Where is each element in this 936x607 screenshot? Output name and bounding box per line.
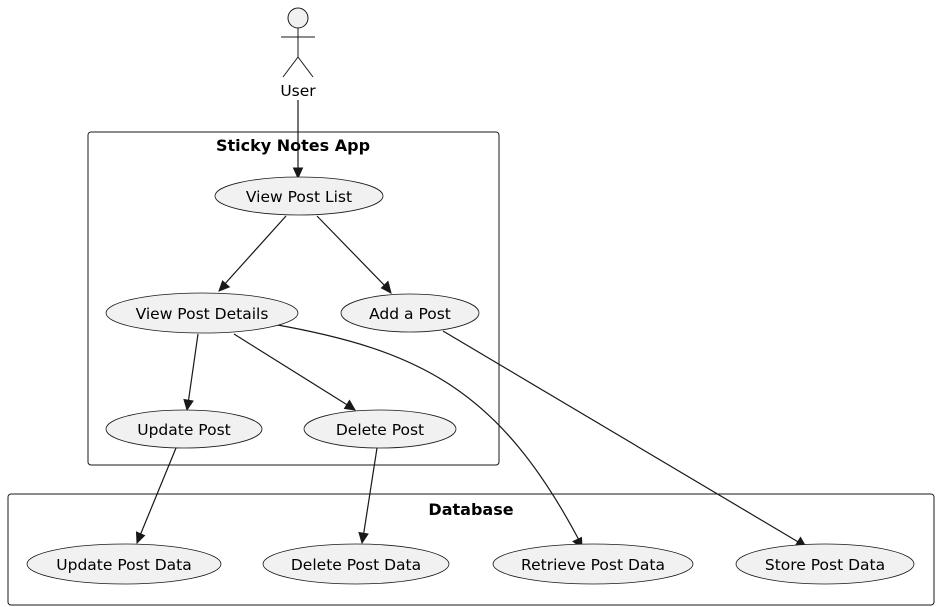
usecase-update-post-shape — [105, 409, 263, 449]
usecase-add-a-post-shape — [340, 293, 480, 333]
frame-database-border — [7, 493, 935, 606]
edge-add-a-post-to-store-post-data — [442, 330, 801, 544]
usecase-delete-post-data-shape — [262, 543, 450, 585]
usecase-update-post-data-shape — [26, 543, 222, 585]
usecase-update-post-label: Update Post — [137, 421, 231, 439]
usecase-update-post-data[interactable]: Update Post Data — [26, 543, 222, 585]
actor-left-leg-line — [282, 56, 299, 78]
usecase-delete-post-data-label: Delete Post Data — [291, 556, 421, 574]
actor-user[interactable]: User — [280, 7, 316, 100]
actor-right-leg-line — [297, 56, 314, 78]
usecase-update-post-data-label: Update Post Data — [56, 556, 191, 574]
usecase-view-post-list[interactable]: View Post List — [214, 176, 384, 216]
arrowhead-update-post-data — [135, 531, 146, 545]
usecase-add-a-post-label: Add a Post — [369, 305, 451, 323]
edge-delete-post-to-delete-post-data — [362, 447, 378, 539]
actor-head-icon — [287, 7, 309, 29]
usecase-store-post-data-shape — [735, 543, 915, 585]
arrowhead-view-post-details — [218, 280, 231, 292]
usecase-view-post-list-label: View Post List — [246, 188, 352, 206]
frame-database: Database — [7, 493, 935, 606]
usecase-view-post-details-shape — [105, 292, 299, 334]
usecase-view-post-details-label: View Post Details — [136, 305, 269, 323]
usecase-store-post-data[interactable]: Store Post Data — [735, 543, 915, 585]
usecase-store-post-data-label: Store Post Data — [765, 556, 885, 574]
frame-database-title: Database — [428, 500, 513, 519]
usecase-retrieve-post-data-shape — [492, 543, 694, 585]
arrowhead-delete-post-data — [358, 531, 369, 545]
usecase-retrieve-post-data[interactable]: Retrieve Post Data — [492, 543, 694, 585]
usecase-delete-post-shape — [303, 409, 457, 449]
usecase-delete-post-data[interactable]: Delete Post Data — [262, 543, 450, 585]
edge-view-post-list-to-add-a-post — [316, 215, 388, 289]
usecase-view-post-list-shape — [214, 176, 384, 216]
usecase-delete-post-label: Delete Post — [336, 421, 424, 439]
arrowhead-add-a-post — [380, 280, 392, 294]
usecase-add-a-post[interactable]: Add a Post — [340, 293, 480, 333]
arrowhead-delete-post — [343, 399, 356, 411]
edge-update-post-to-update-post-data — [138, 447, 177, 539]
usecase-view-post-details[interactable]: View Post Details — [105, 292, 299, 334]
edge-view-post-details-to-update-post — [187, 333, 199, 405]
edge-view-post-details-to-delete-post — [233, 333, 350, 407]
usecase-update-post[interactable]: Update Post — [105, 409, 263, 449]
arrowhead-view-post-list — [292, 167, 304, 180]
edge-view-post-list-to-view-post-details — [222, 215, 287, 287]
actor-label: User — [280, 82, 316, 100]
frame-sticky-notes-app-title: Sticky Notes App — [216, 136, 370, 155]
arrowhead-update-post — [183, 398, 194, 412]
usecase-delete-post[interactable]: Delete Post — [303, 409, 457, 449]
edges — [135, 100, 807, 550]
usecase-retrieve-post-data-label: Retrieve Post Data — [521, 556, 665, 574]
edge-view-post-details-to-retrieve-post-data — [271, 323, 581, 543]
